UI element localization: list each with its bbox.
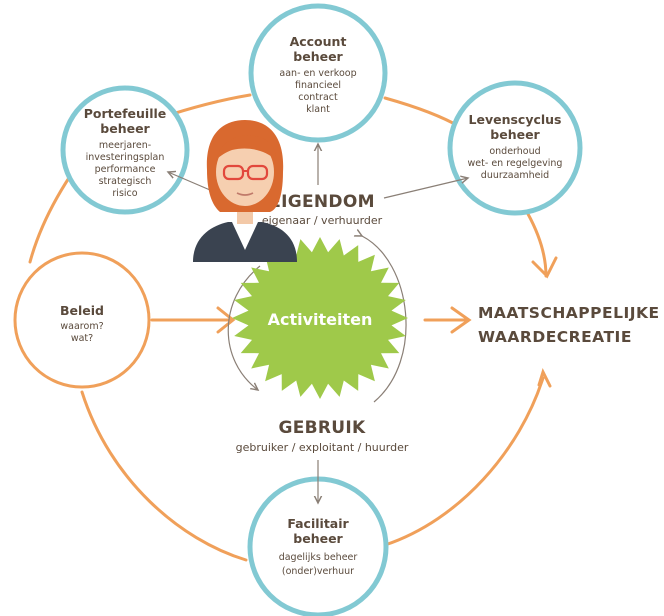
beleid-text: Beleid waarom? wat? [60, 303, 104, 344]
activiteiten-label: Activiteiten [268, 310, 373, 329]
eigendom-roles: eigenaar / verhuurder [262, 214, 383, 227]
portefeuille-line: investeringsplan [86, 152, 165, 163]
portefeuille-line: risico [112, 188, 137, 199]
portefeuille-line: meerjaren- [99, 140, 151, 151]
connector-eigendom-levenscyclus [383, 178, 468, 199]
beleid-title: Beleid [60, 303, 104, 318]
arrowhead-activiteiten-outcome [450, 306, 472, 334]
arrowhead-beleid-activiteiten [216, 306, 236, 334]
eigendom-title: EIGENDOM [269, 192, 375, 212]
glasses-left-icon [222, 164, 245, 181]
avatar-fringe [216, 135, 277, 160]
levenscyclus-line: wet- en regelgeving [468, 158, 563, 169]
levenscyclus-title-1: Levenscyclus [469, 112, 562, 127]
facilitair-text: Facilitair beheer dagelijks beheer (onde… [279, 516, 358, 577]
avatar [193, 120, 297, 262]
account-line: aan- en verkoop [279, 68, 356, 79]
gebruik-title: GEBRUIK [278, 418, 366, 438]
arc-facilitair-outcome [383, 376, 545, 547]
beleid-line: wat? [71, 333, 93, 344]
account-text: Account beheer aan- en verkoop financiee… [279, 34, 356, 115]
levenscyclus-title-2: beheer [490, 127, 540, 142]
portefeuille-title-2: beheer [100, 121, 150, 136]
portefeuille-title-1: Portefeuille [84, 106, 167, 121]
facilitair-title-1: Facilitair [287, 516, 349, 531]
levenscyclus-line: duurzaamheid [481, 170, 549, 181]
account-line: financieel [295, 80, 341, 91]
glasses-right-icon [246, 164, 269, 181]
facilitair-title-2: beheer [293, 531, 343, 546]
activiteiten-burst: Activiteiten [232, 237, 408, 399]
account-line: contract [298, 92, 338, 103]
connector-eigendom-portefeuille [168, 172, 211, 191]
facilitair-line: (onder)verhuur [282, 566, 354, 577]
facilitair-line: dagelijks beheer [279, 552, 358, 563]
circle-beleid [13, 251, 151, 389]
circle-levenscyclus [447, 80, 583, 216]
circle-account [248, 3, 388, 143]
arrowhead-facilitair-outcome [537, 367, 552, 388]
portefeuille-line: performance [95, 164, 156, 175]
beleid-line: waarom? [60, 321, 103, 332]
gebruik-roles: gebruiker / exploitant / huurder [236, 441, 409, 454]
avatar-mouth [236, 192, 254, 196]
outcome-line-1: MAATSCHAPPELIJKE [478, 304, 660, 322]
levenscyclus-text: Levenscyclus beheer onderhoud wet- en re… [468, 112, 563, 181]
levenscyclus-line: onderhoud [489, 146, 540, 157]
account-title-2: beheer [293, 49, 343, 64]
arc-account-levenscyclus [383, 96, 464, 130]
circle-portefeuille [60, 85, 190, 215]
account-line: klant [306, 104, 330, 115]
arc-beleid-facilitair [80, 390, 248, 562]
account-title-1: Account [290, 34, 347, 49]
outcome-line-2: WAARDECREATIE [478, 328, 632, 346]
arrowhead-levenscyclus-outcome [531, 256, 558, 279]
arc-levenscyclus-outcome [526, 212, 548, 278]
portefeuille-text: Portefeuille beheer meerjaren- investeri… [84, 106, 167, 199]
cycle-arrow-right [362, 236, 407, 403]
cycle-arrow-left [227, 265, 261, 390]
portefeuille-line: strategisch [99, 176, 152, 187]
avatar-shirt [232, 222, 258, 250]
